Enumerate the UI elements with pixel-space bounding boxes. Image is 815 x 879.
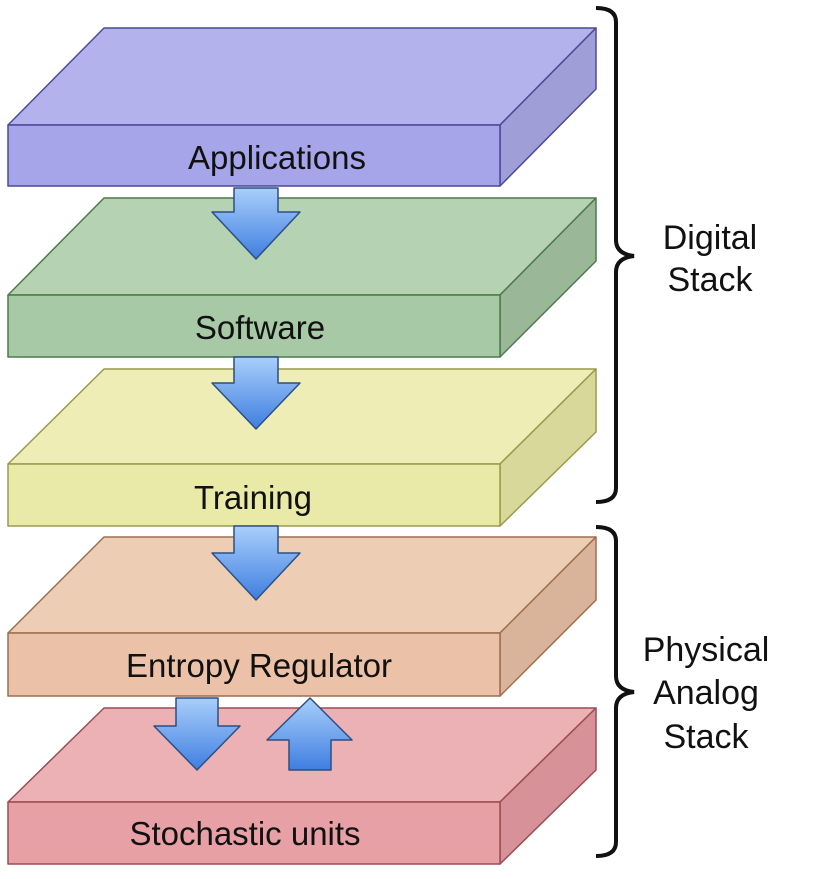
layer-training: Training <box>7 368 597 527</box>
physical-analog-stack-bracket: Physical Analog Stack <box>595 525 770 858</box>
bracket-label-line: Digital <box>663 219 757 257</box>
layer-entropy-regulator: Entropy Regulator <box>7 536 597 697</box>
layer-front-face <box>7 801 501 865</box>
bracket-label-line: Analog <box>653 674 759 712</box>
layer-applications: Applications <box>7 27 597 187</box>
bracket-label-line: Stack <box>667 261 753 299</box>
brace-icon <box>595 525 635 858</box>
layer-label: Software <box>195 309 325 346</box>
layer-label: Stochastic units <box>129 815 360 852</box>
brace-icon <box>595 6 635 504</box>
layer-top-face <box>7 197 597 296</box>
layer-software: Software <box>7 197 597 358</box>
digital-stack-bracket: Digital Stack <box>595 6 757 504</box>
layer-label: Training <box>194 479 312 516</box>
layer-top-face <box>7 27 597 126</box>
arrow-up-icon <box>266 697 353 771</box>
layer-label: Entropy Regulator <box>126 647 392 684</box>
arrow-down-icon <box>211 187 301 260</box>
arrows <box>153 187 353 771</box>
arrow-down-icon <box>153 697 241 771</box>
layer-front-face <box>7 124 501 187</box>
arrow-down-icon <box>211 525 301 601</box>
arrow-down-icon <box>211 356 301 430</box>
bracket-label-line: Physical <box>643 631 770 669</box>
layer-label: Applications <box>188 139 366 176</box>
layer-front-face <box>7 632 501 697</box>
bracket-label-line: Stack <box>663 718 749 756</box>
layer-front-face <box>7 294 501 358</box>
layer-top-face <box>7 536 597 634</box>
layer-top-face <box>7 368 597 465</box>
